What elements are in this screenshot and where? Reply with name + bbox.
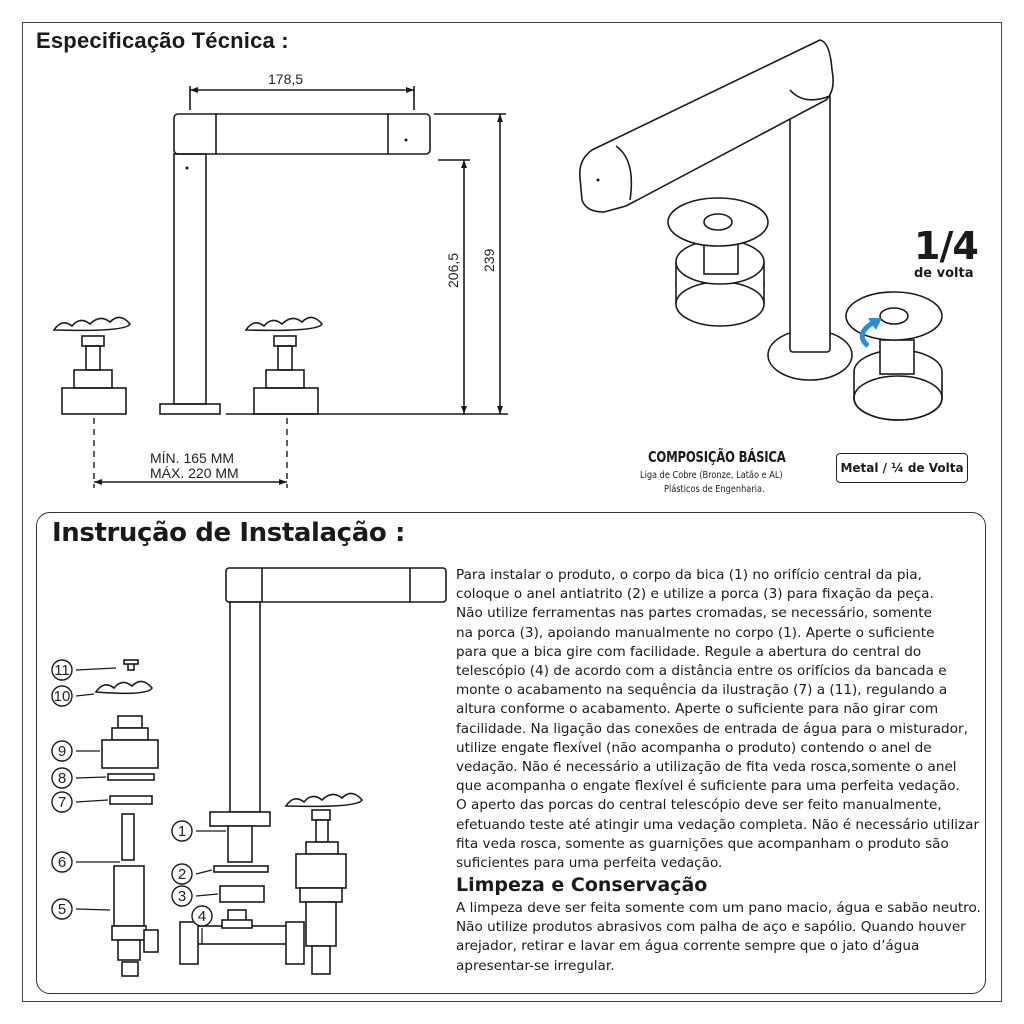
part-number-1: 1 <box>178 823 186 840</box>
installation-line: telescópio (4) de acordo com a distância… <box>456 663 947 680</box>
part-number-3: 3 <box>178 888 186 905</box>
part-number-7: 7 <box>58 794 66 811</box>
installation-line: coloque o anel antiatrito (2) e utilize … <box>456 586 934 603</box>
composition-line-2: Plásticos de Engenharia. <box>664 484 765 495</box>
installation-line: fita veda rosca, somente as guarnições q… <box>456 835 949 852</box>
right-valve <box>244 316 323 415</box>
installation-line: facilidade. Na ligação das conexões de e… <box>456 720 968 737</box>
installation-line: Não utilize ferramentas nas partes croma… <box>456 605 932 622</box>
composition-title: COMPOSIÇÃO BÁSICA <box>648 448 786 466</box>
installation-text: Para instalar o produto, o corpo da bica… <box>456 566 986 873</box>
installation-panel <box>36 512 986 994</box>
cleaning-line: Não utilize produtos abrasivos com palha… <box>456 919 966 936</box>
quarter-turn-fraction: 1/4 <box>914 224 979 268</box>
cleaning-line: A limpeza deve ser feita somente com um … <box>456 900 981 916</box>
cleaning-line: apresentar-se irregular. <box>456 957 615 974</box>
dim-inner-height-label: 206,5 <box>445 253 461 288</box>
installation-line: efetuando teste até atingir uma vedação … <box>456 816 980 833</box>
composition-line-1: Liga de Cobre (Bronze, Latão e AL) <box>640 470 783 481</box>
rotation-arrow-icon <box>859 319 876 348</box>
dim-total-height-label: 239 <box>481 248 497 272</box>
installation-line: suficientes para uma perfeita vedação. <box>456 855 723 872</box>
installation-line: utilize engate flexível (não acompanha o… <box>456 739 932 756</box>
exploded-view <box>94 567 447 977</box>
installation-line: vedação. Não é necessário a utilização d… <box>456 759 957 776</box>
installation-line: para que a bica gire com facilidade. Reg… <box>456 643 922 660</box>
part-number-6: 6 <box>58 854 66 871</box>
spec-title: Especificação Técnica : <box>36 28 289 53</box>
dim-width-label: 178,5 <box>268 71 303 87</box>
installation-title: Instrução de Instalação : <box>52 518 405 548</box>
spout-arm <box>173 113 431 155</box>
part-number-10: 10 <box>54 688 71 705</box>
dim-min-label: MÍN. 165 MM <box>150 450 234 466</box>
dim-max-label: MÁX. 220 MM <box>150 465 239 481</box>
part-number-8: 8 <box>58 770 66 787</box>
left-valve <box>52 316 131 415</box>
installation-line: que acompanha o engate flexível é sufici… <box>456 778 960 795</box>
faucet-3d <box>578 39 943 421</box>
cleaning-text: A limpeza deve ser feita somente com um … <box>456 899 981 976</box>
part-number-2: 2 <box>178 866 186 883</box>
part-number-5: 5 <box>58 901 66 918</box>
cleaning-title: Limpeza e Conservação <box>456 874 708 896</box>
cleaning-line: arejador, retirar e lavar em água corren… <box>456 938 920 955</box>
installation-line: O aperto das porcas do central telescópi… <box>456 797 942 814</box>
installation-line: Para instalar o produto, o corpo da bica… <box>456 567 922 583</box>
spout-base <box>159 403 221 415</box>
installation-line: na porca (3), apoiando manualmente no co… <box>456 624 935 641</box>
page-border <box>22 22 1002 1002</box>
material-badge: Metal / ¼ de Volta <box>836 453 968 483</box>
part-number-4: 4 <box>198 908 206 925</box>
installation-line: monte o acabamento na sequência da ilust… <box>456 682 948 699</box>
installation-line: altura conforme o acabamento. Aperte o s… <box>456 701 939 718</box>
part-number-11: 11 <box>54 662 70 679</box>
quarter-turn-label: de volta <box>914 266 974 281</box>
spout-column <box>173 153 207 405</box>
part-number-9: 9 <box>58 743 66 760</box>
